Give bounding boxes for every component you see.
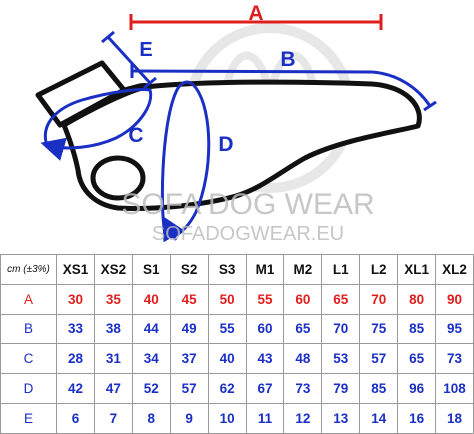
label-c: C: [128, 124, 143, 147]
dimension-e: E: [101, 30, 157, 90]
measurement-cell: 45: [169, 283, 209, 315]
measurement-cell: 9: [169, 402, 209, 434]
measurement-cell: 65: [283, 313, 323, 345]
label-e: E: [139, 39, 152, 61]
measurement-cell: 62: [207, 373, 247, 404]
measurement-cell: 8: [131, 402, 171, 434]
jacket-outline: [61, 79, 422, 211]
size-header-s3: S3: [207, 254, 247, 285]
row-label-d: D: [0, 373, 57, 404]
label-d: D: [218, 133, 233, 156]
measurement-cell: 40: [207, 343, 247, 375]
measurement-cell: 31: [93, 343, 133, 375]
size-header-xs2: XS2: [93, 254, 133, 285]
measurement-cell: 65: [321, 283, 361, 315]
measurement-cell: 13: [321, 402, 361, 434]
size-header-s1: S1: [131, 254, 171, 285]
measurement-cell: 55: [207, 313, 247, 345]
measurement-cell: 52: [131, 373, 171, 404]
row-label-e: E: [0, 402, 57, 434]
row-label-c: C: [0, 343, 57, 375]
measurement-cell: 60: [283, 283, 323, 315]
size-header-xl2: XL2: [435, 254, 474, 285]
measurement-cell: 73: [435, 343, 474, 375]
measurement-cell: 57: [169, 373, 209, 404]
measurement-cell: 50: [207, 283, 247, 315]
measurement-cell: 65: [397, 343, 437, 375]
measurement-cell: 95: [435, 313, 474, 345]
watermark-brand: SOFA DOG WEAR: [121, 188, 374, 221]
measurement-cell: 43: [245, 343, 285, 375]
measurement-cell: 38: [93, 313, 133, 345]
label-a: A: [248, 2, 263, 25]
measurement-cell: 42: [56, 373, 95, 404]
measurement-cell: 85: [397, 313, 437, 345]
measurement-cell: 53: [321, 343, 361, 375]
measurement-cell: 67: [245, 373, 285, 404]
measurement-cell: 85: [359, 373, 399, 404]
dimension-c: C: [40, 88, 153, 161]
measurement-cell: 6: [56, 402, 95, 434]
dimension-b: B: [130, 48, 437, 112]
measurement-cell: 55: [245, 283, 285, 315]
measurement-cell: 33: [56, 313, 95, 345]
size-header-xl1: XL1: [397, 254, 437, 285]
leg-hole: [90, 155, 146, 201]
measurement-cell: 70: [321, 313, 361, 345]
size-header-l2: L2: [359, 254, 399, 285]
size-header-s2: S2: [169, 254, 209, 285]
measurement-cell: 48: [283, 343, 323, 375]
measurement-cell: 40: [131, 283, 171, 315]
measurement-cell: 14: [359, 402, 399, 434]
measurement-cell: 73: [283, 373, 323, 404]
measurement-cell: 34: [131, 343, 171, 375]
size-header-xs1: XS1: [56, 254, 95, 285]
measurement-cell: 60: [245, 313, 285, 345]
measurement-cell: 35: [93, 283, 133, 315]
measurement-cell: 30: [56, 283, 95, 315]
row-label-a: A: [0, 283, 57, 315]
measurement-cell: 90: [435, 283, 474, 315]
row-label-b: B: [0, 313, 57, 345]
measurement-cell: 28: [56, 343, 95, 375]
dimension-a: A: [129, 2, 383, 30]
measurement-cell: 49: [169, 313, 209, 345]
measurement-cell: 57: [359, 343, 399, 375]
measurement-cell: 47: [93, 373, 133, 404]
dimension-d: D: [160, 80, 234, 243]
measurement-cell: 70: [359, 283, 399, 315]
label-b: B: [280, 48, 295, 71]
measurement-cell: 18: [435, 402, 474, 434]
size-header-m1: M1: [245, 254, 285, 285]
measurement-cell: 75: [359, 313, 399, 345]
measurement-cell: 79: [321, 373, 361, 404]
size-header-m2: M2: [283, 254, 323, 285]
measurement-cell: 12: [283, 402, 323, 434]
measurement-cell: 11: [245, 402, 285, 434]
measurement-cell: 80: [397, 283, 437, 315]
measurement-cell: 44: [131, 313, 171, 345]
measurement-cell: 108: [435, 373, 474, 404]
garment-diagram: A B E C D SOFA DOG WEAR SOFADOGWEAR.EU: [35, 2, 437, 245]
measurement-cell: 37: [169, 343, 209, 375]
measurement-cell: 96: [397, 373, 437, 404]
watermark-site: SOFADOGWEAR.EU: [152, 223, 344, 245]
size-header-l1: L1: [321, 254, 361, 285]
measurement-cell: 10: [207, 402, 247, 434]
measurement-cell: 7: [93, 402, 133, 434]
unit-label: cm (±3%): [0, 254, 57, 285]
measurement-cell: 16: [397, 402, 437, 434]
